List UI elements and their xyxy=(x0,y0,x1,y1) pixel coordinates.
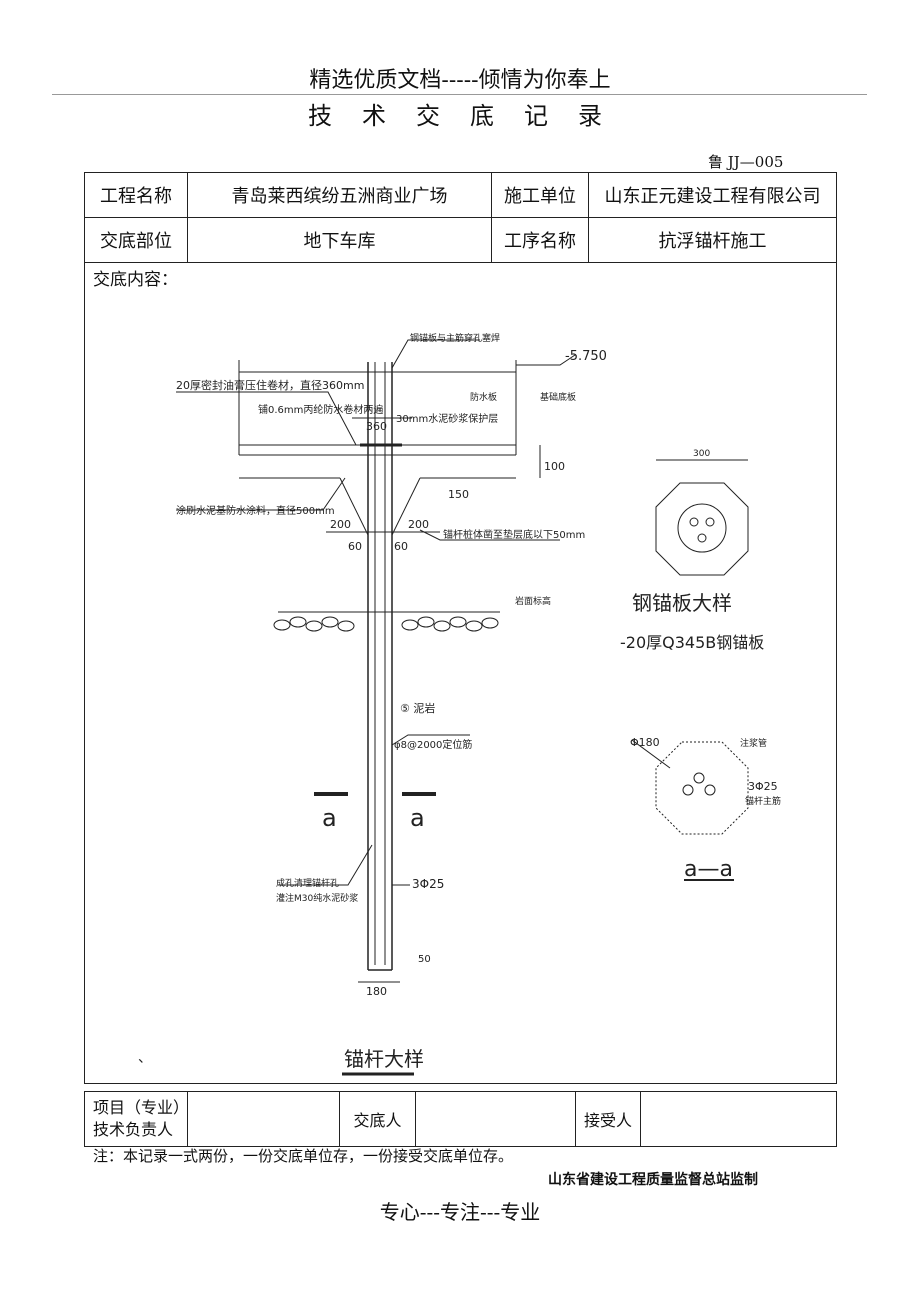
row-content: 交底内容： xyxy=(84,262,837,1084)
protect-note: 30mm水泥砂浆保护层 xyxy=(396,412,498,425)
dim-150: 150 xyxy=(448,488,469,501)
project-name-label: 工程名称 xyxy=(84,172,188,218)
discloser-label: 交底人 xyxy=(339,1091,416,1147)
coating-note: 涂刷水泥基防水涂料，直径500mm xyxy=(176,504,335,517)
signature-table: 项目（专业） 技术负责人 交底人 接受人 xyxy=(84,1091,837,1147)
layer-note: 铺0.6mm丙纶防水卷材两遍 xyxy=(258,403,383,416)
plate-dim: 300 xyxy=(693,449,710,459)
part-label: 交底部位 xyxy=(84,217,188,263)
plate-octagon xyxy=(655,482,749,576)
content-label: 交底内容： xyxy=(93,270,178,290)
section-label-left: a xyxy=(322,804,337,832)
tech-lead-label-line2: 技术负责人 xyxy=(93,1120,174,1139)
dim-50: 50 xyxy=(418,954,431,965)
section-title: a—a xyxy=(684,857,733,882)
plate-hole-2 xyxy=(705,517,715,527)
tech-lead-label: 项目（专业） 技术负责人 xyxy=(84,1091,190,1147)
stray-mark: 、 xyxy=(138,1050,152,1066)
locator-note: φ8@2000定位筋 xyxy=(394,738,472,751)
grout-note-1: 成孔清理锚杆孔 xyxy=(276,877,339,889)
elevation-label: -5.750 xyxy=(565,349,607,364)
discloser-signature[interactable] xyxy=(415,1091,576,1147)
project-name-value: 青岛莱西缤纷五洲商业广场 xyxy=(187,172,492,218)
plate-hole-3 xyxy=(697,533,707,543)
receiver-signature[interactable] xyxy=(640,1091,837,1147)
section-bar-2 xyxy=(704,784,716,796)
anchor-title: 锚杆大样 xyxy=(344,1047,424,1071)
row-project: 工程名称 青岛莱西缤纷五洲商业广场 施工单位 山东正元建设工程有限公司 xyxy=(84,172,837,218)
record-note: 注：本记录一式两份，一份交底单位存，一份接受交底单位存。 xyxy=(93,1147,514,1165)
slab-label: 防水板 xyxy=(470,391,497,403)
footer-slogan: 专心---专注---专业 xyxy=(379,1200,541,1224)
record-table: 工程名称 青岛莱西缤纷五洲商业广场 施工单位 山东正元建设工程有限公司 交底部位… xyxy=(84,172,837,1084)
leader-rod xyxy=(419,529,560,541)
section-bars-label: 3Φ25 xyxy=(748,780,778,793)
bars-note: 3Φ25 xyxy=(412,877,444,891)
dim-200-right: 200 xyxy=(408,518,429,531)
leader-grout xyxy=(278,844,373,886)
rod-note: 锚杆桩体凿至垫层底以下50mm xyxy=(443,528,585,541)
contractor-value: 山东正元建设工程有限公司 xyxy=(588,172,837,218)
section-dia: Φ180 xyxy=(630,736,660,749)
dim-60-right: 60 xyxy=(394,540,408,553)
dim-100: 100 xyxy=(544,460,565,473)
issuer-text: 山东省建设工程质量监督总站监制 xyxy=(548,1172,758,1188)
header-divider xyxy=(52,94,867,95)
tech-lead-label-line1: 项目（专业） xyxy=(93,1098,190,1117)
waterproof-note: 20厚密封油膏压住卷材，直径360mm xyxy=(176,378,364,392)
receiver-label: 接受人 xyxy=(575,1091,641,1147)
ground-label: 岩面标高 xyxy=(515,595,551,607)
plate-hole-1 xyxy=(689,517,699,527)
document-title: 技术交底记录 xyxy=(308,102,632,130)
dim-60-left: 60 xyxy=(348,540,362,553)
plate-note: -20厚Q345B钢锚板 xyxy=(620,633,764,652)
section-label-right: a xyxy=(410,804,425,832)
signature-row: 项目（专业） 技术负责人 交底人 接受人 xyxy=(84,1091,837,1147)
cone-right xyxy=(391,477,421,536)
side-label: 基础底板 xyxy=(540,391,576,403)
grout-note-2: 灌注M30纯水泥砂浆 xyxy=(276,892,358,904)
main-bar-label: 锚杆主筋 xyxy=(745,795,781,807)
section-bar-1 xyxy=(682,784,694,796)
leader-locator xyxy=(391,734,470,746)
form-code: 鲁 JJ—005 xyxy=(708,153,784,171)
plate-inner-circle xyxy=(677,503,727,553)
grout-pipe-label: 注浆管 xyxy=(740,737,767,749)
cone-left xyxy=(339,477,369,536)
leader-waterproof xyxy=(176,391,357,446)
section-outline xyxy=(655,741,749,835)
dim-200-left: 200 xyxy=(330,518,351,531)
document-banner: 精选优质文档-----倾情为你奉上 xyxy=(309,68,611,93)
leader-coating xyxy=(176,477,346,511)
leader-top xyxy=(391,339,480,369)
process-value: 抗浮锚杆施工 xyxy=(588,217,837,263)
callout-top: 钢锚板与主筋穿孔塞焊 xyxy=(410,332,500,344)
plate-title: 钢锚板大样 xyxy=(632,591,732,615)
dim-360: 360 xyxy=(366,420,387,433)
section-bar-3 xyxy=(693,772,705,784)
rock-label: ⑤ 泥岩 xyxy=(400,701,435,715)
gravel-left xyxy=(273,616,355,632)
dim-180: 180 xyxy=(366,985,387,998)
content-cell: 交底内容： xyxy=(84,262,837,1084)
gravel-right xyxy=(401,616,499,632)
elev-leader xyxy=(516,354,576,366)
contractor-label: 施工单位 xyxy=(491,172,589,218)
tech-lead-signature[interactable] xyxy=(187,1091,340,1147)
section-dia-leader xyxy=(631,739,671,769)
